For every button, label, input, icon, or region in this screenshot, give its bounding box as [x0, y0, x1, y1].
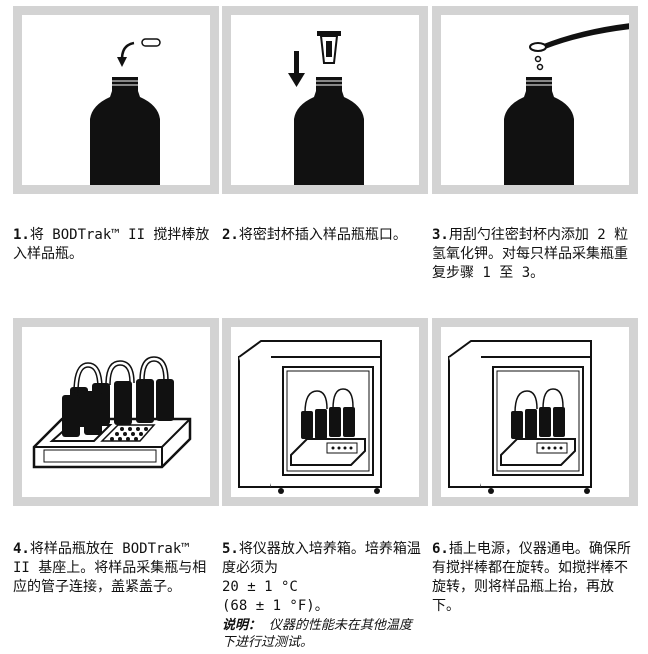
step-3-illustration	[432, 6, 638, 194]
step-number: 2.	[222, 227, 239, 243]
instrument-base	[32, 417, 192, 469]
step-text: 将仪器放入培养箱。培养箱温度必须为	[222, 541, 421, 576]
step-number: 6.	[432, 541, 449, 557]
bottle	[294, 77, 364, 185]
tubes	[73, 356, 169, 394]
note-label: 说明：	[222, 618, 262, 633]
down-arrow-icon	[288, 51, 305, 87]
bottle	[90, 77, 160, 185]
instrument-base	[290, 438, 366, 466]
step-number: 4.	[13, 541, 30, 557]
step-text: 插上电源，仪器通电。确保所有搅拌棒都在旋转。如搅拌棒不旋转，则将样品瓶上抬，再放…	[432, 541, 631, 614]
seal-cup-icon	[317, 31, 341, 64]
note: 说明： 仪器的性能未在其他温度下进行过测试。	[222, 617, 422, 651]
instrument-base	[500, 438, 576, 466]
note-text: 仪器的性能未在其他温度下进行过测试。	[222, 618, 412, 650]
step-6-caption: 6.插上电源，仪器通电。确保所有搅拌棒都在旋转。如搅拌棒不旋转，则将样品瓶上抬，…	[432, 540, 632, 616]
step-text: 用刮勺往密封杯内添加 2 粒氢氧化钾。对每只样品采集瓶重复步骤 1 至 3。	[432, 227, 629, 281]
step-1-caption: 1.将 BODTrak™ II 搅拌棒放入样品瓶。	[13, 226, 213, 264]
sample-bottles	[301, 388, 355, 439]
step-6-illustration	[432, 318, 638, 506]
temperature-celsius: 20 ± 1 °C	[222, 579, 298, 595]
stir-bar-icon	[141, 38, 161, 47]
step-text: 将样品瓶放在 BODTrak™ II 基座上。将样品采集瓶与相应的管子连接，盖紧…	[13, 541, 207, 595]
keypad	[100, 424, 156, 442]
step-number: 1.	[13, 227, 30, 243]
step-4-illustration	[13, 318, 219, 506]
temperature-fahrenheit: (68 ± 1 °F)。	[222, 598, 329, 614]
step-2-caption: 2.将密封杯插入样品瓶瓶口。	[222, 226, 422, 245]
sample-bottles	[62, 379, 174, 437]
step-4-caption: 4.将样品瓶放在 BODTrak™ II 基座上。将样品采集瓶与相应的管子连接，…	[13, 540, 213, 597]
step-5-illustration	[222, 318, 428, 506]
curved-arrow-icon	[117, 41, 135, 67]
step-number: 3.	[432, 227, 449, 243]
step-2-illustration	[222, 6, 428, 194]
spatula-icon	[529, 23, 629, 52]
step-1-illustration	[13, 6, 219, 194]
sample-bottles	[511, 388, 565, 439]
step-number: 5.	[222, 541, 239, 557]
step-text: 将 BODTrak™ II 搅拌棒放入样品瓶。	[13, 227, 210, 262]
step-text: 将密封杯插入样品瓶瓶口。	[238, 227, 407, 243]
step-3-caption: 3.用刮勺往密封杯内添加 2 粒氢氧化钾。对每只样品采集瓶重复步骤 1 至 3。	[432, 226, 638, 283]
step-5-caption: 5.将仪器放入培养箱。培养箱温度必须为 20 ± 1 °C (68 ± 1 °F…	[222, 540, 422, 616]
bottle	[504, 77, 574, 185]
pellet-icon	[534, 55, 544, 71]
